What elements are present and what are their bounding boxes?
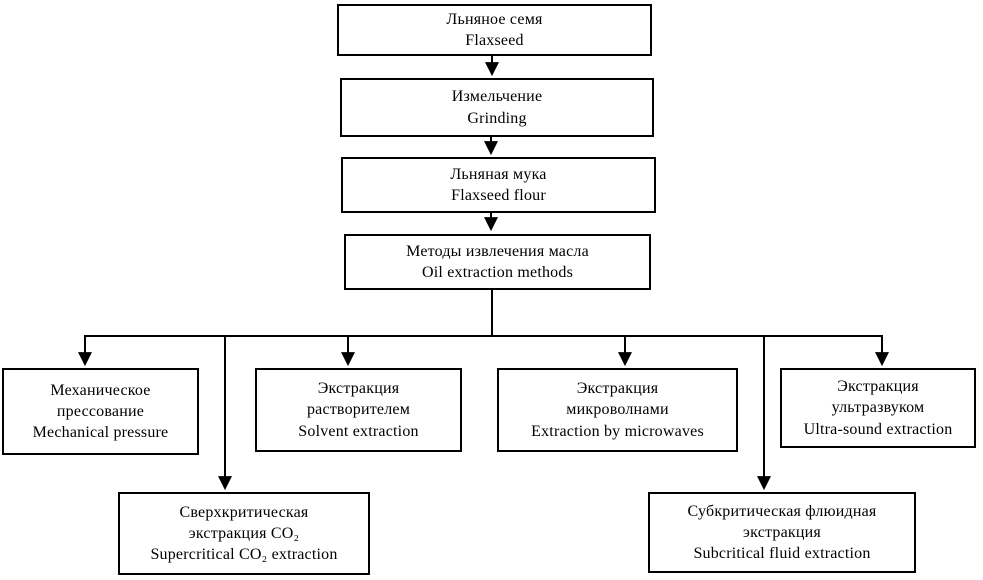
node-oil-extraction-methods-label-en: Oil extraction methods [421, 264, 574, 281]
node-flaxseed-label-ru: Льняное семя [446, 10, 543, 28]
node-grinding-label-ru: Измельчение [451, 88, 543, 106]
node-flaxseed: Льняное семя Flaxseed [337, 4, 652, 56]
node-solvent-extraction-label-en: Solvent extraction [298, 422, 419, 440]
node-grinding: Измельчение Grinding [340, 78, 654, 137]
node-microwave-extraction-label-ru-1: Экстракция [576, 380, 659, 398]
node-subcritical-label-ru-1: Субкритическая флюидная [687, 502, 877, 520]
node-ultrasound-extraction: Экстракция ультразвуком Ultra-sound extr… [780, 368, 976, 448]
node-flaxseed-flour-label-ru: Льняная мука [450, 165, 547, 183]
node-mechanical-pressure-label-en: Mechanical pressure [32, 424, 169, 442]
node-supercritical-label-ru-1: Сверхкритическая [179, 503, 309, 521]
node-microwave-extraction: Экстракция микроволнами Extraction by mi… [497, 368, 738, 452]
node-ultrasound-extraction-label-ru-2: ультразвуком [831, 399, 925, 417]
node-subcritical-fluid-extraction: Субкритическая флюидная экстракция Subcr… [648, 492, 916, 573]
node-supercritical-label-ru-2: экстракция CO₂ [188, 524, 300, 542]
node-supercritical-label-en: Supercritical CO₂ extraction [150, 546, 338, 564]
node-flaxseed-label-en: Flaxseed [465, 32, 524, 49]
node-solvent-extraction-label-ru-1: Экстракция [317, 380, 400, 398]
node-mechanical-pressure-label-ru-2: прессование [56, 402, 145, 420]
node-ultrasound-extraction-label-en: Ultra-sound extraction [803, 420, 953, 438]
node-flaxseed-flour: Льняная мука Flaxseed flour [341, 157, 656, 213]
node-ultrasound-extraction-label-ru-1: Экстракция [837, 378, 919, 396]
node-oil-extraction-methods: Методы извлечения масла Oil extraction m… [344, 234, 651, 290]
node-subcritical-label-en: Subcritical fluid extraction [693, 545, 871, 563]
node-solvent-extraction-label-ru-2: растворителем [306, 401, 411, 419]
node-mechanical-pressure-label-ru-1: Механическое [50, 381, 151, 399]
node-mechanical-pressure: Механическое прессование Mechanical pres… [2, 368, 199, 455]
node-microwave-extraction-label-en: Extraction by microwaves [531, 422, 704, 440]
node-flaxseed-flour-label-en: Flaxseed flour [451, 187, 546, 204]
node-microwave-extraction-label-ru-2: микроволнами [566, 401, 669, 419]
node-supercritical-co2-extraction: Сверхкритическая экстракция CO₂ Supercri… [118, 492, 370, 575]
node-solvent-extraction: Экстракция растворителем Solvent extract… [255, 368, 462, 452]
node-oil-extraction-methods-label-ru: Методы извлечения масла [406, 242, 589, 260]
node-grinding-label-en: Grinding [467, 109, 527, 127]
node-subcritical-label-ru-2: экстракция [743, 523, 821, 541]
